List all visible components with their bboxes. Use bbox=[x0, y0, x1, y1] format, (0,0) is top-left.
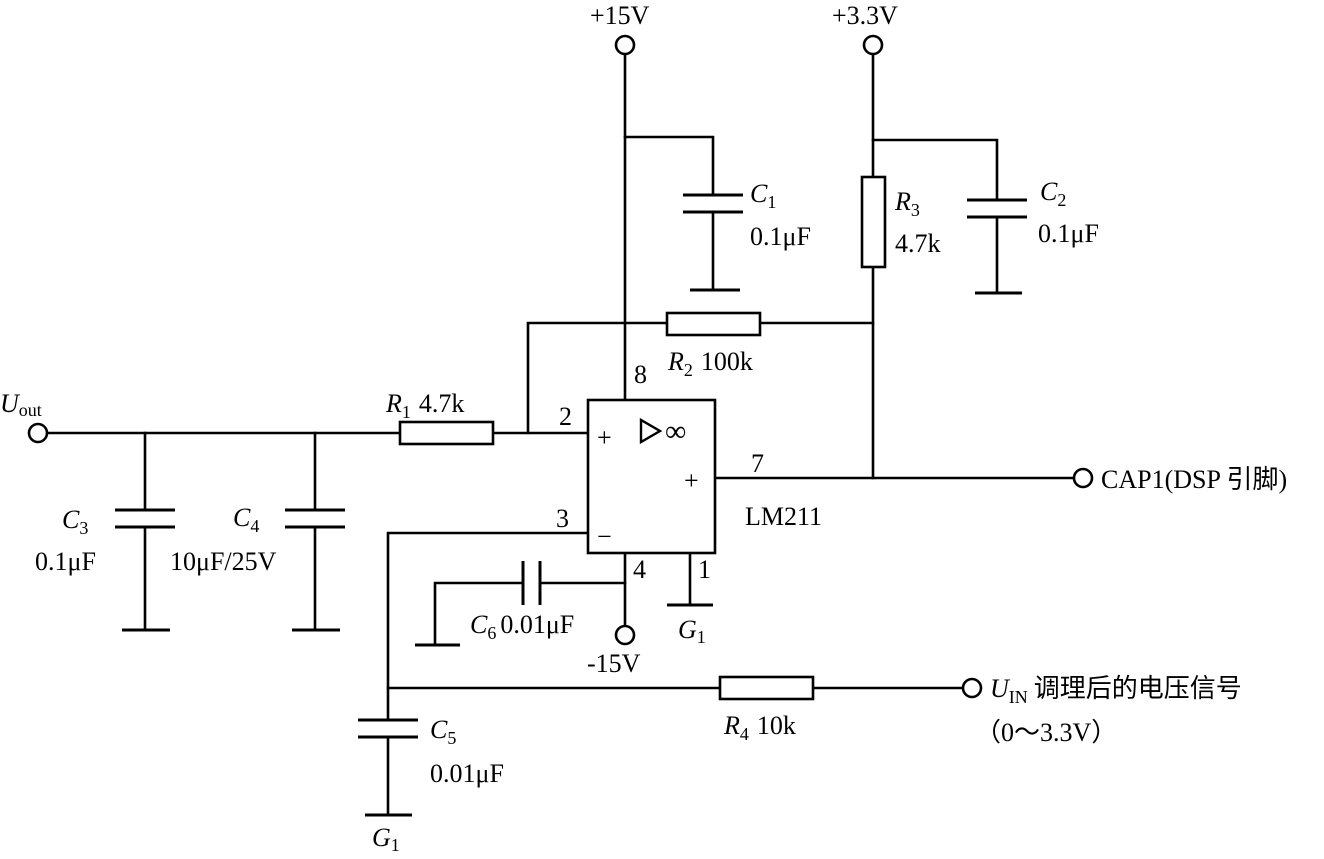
c6-symbol: C bbox=[470, 610, 488, 639]
wire-pin3 bbox=[386, 531, 590, 722]
r1-value: 4.7k bbox=[419, 389, 465, 418]
c2-label: C2 bbox=[1040, 177, 1066, 210]
c3-index: 3 bbox=[79, 518, 88, 538]
uin-symbol: U bbox=[990, 674, 1011, 703]
capacitor-c1-icon bbox=[683, 193, 743, 214]
capacitor-c5-icon bbox=[358, 718, 418, 739]
wire-r2-left bbox=[526, 321, 669, 435]
c2-value: 0.1μF bbox=[1038, 219, 1099, 248]
uin-label: UIN 调理后的电压信号 bbox=[990, 674, 1242, 707]
c4-label: C4 bbox=[233, 503, 259, 536]
r1-index: 1 bbox=[402, 402, 411, 422]
pin-label-3: 3 bbox=[556, 504, 569, 533]
c3-symbol: C bbox=[62, 505, 80, 534]
ground-pin1-symbol: G bbox=[678, 615, 697, 644]
r2-index: 2 bbox=[684, 360, 693, 380]
comparator-triangle-icon bbox=[639, 417, 663, 445]
ground-pin1-index: 1 bbox=[697, 627, 706, 647]
wires bbox=[45, 52, 1076, 817]
comparator-lm211: ∞ + − + LM211 2 3 8 4 1 7 bbox=[556, 360, 822, 584]
wire-c1-branch bbox=[623, 135, 715, 197]
c4-index: 4 bbox=[250, 516, 259, 536]
r2-value: 100k bbox=[701, 347, 753, 376]
r3-symbol: R bbox=[894, 187, 911, 216]
supply-label-minus15v: -15V bbox=[587, 649, 641, 678]
terminal-uin-icon bbox=[961, 677, 983, 699]
resistor-r3-icon bbox=[860, 175, 887, 269]
resistor-r2-icon bbox=[665, 311, 762, 337]
capacitors bbox=[115, 193, 1027, 739]
capacitor-c3-icon bbox=[115, 508, 175, 529]
c6-index: 6 bbox=[487, 623, 496, 643]
terminal-vcc33-icon bbox=[862, 34, 884, 56]
uin-range: （0～3.3V） bbox=[975, 718, 1117, 747]
c5-label: C5 bbox=[430, 715, 456, 748]
c6-value: 0.01μF bbox=[500, 610, 574, 639]
pin-label-2: 2 bbox=[559, 402, 572, 431]
capacitor-c4-icon bbox=[285, 508, 345, 529]
wire-c2-branch bbox=[871, 138, 999, 202]
r4-value: 10k bbox=[757, 711, 796, 740]
c2-index: 2 bbox=[1057, 190, 1066, 210]
pin-label-4: 4 bbox=[633, 555, 646, 584]
resistor-r4-icon bbox=[718, 675, 815, 701]
pin-label-7: 7 bbox=[751, 449, 764, 478]
c5-symbol: C bbox=[430, 715, 448, 744]
r3-value: 4.7k bbox=[895, 229, 941, 258]
comparator-part-number: LM211 bbox=[745, 502, 822, 531]
uout-sub: out bbox=[19, 400, 42, 420]
terminal-cap1-icon bbox=[1072, 467, 1094, 489]
c1-index: 1 bbox=[767, 192, 776, 212]
ground-c5-symbol: G bbox=[372, 823, 391, 852]
c2-symbol: C bbox=[1040, 177, 1058, 206]
ground-label-c5: G1 bbox=[372, 823, 400, 855]
comparator-output-sign: + bbox=[684, 466, 699, 495]
uin-description: 调理后的电压信号 bbox=[1034, 674, 1242, 703]
resistor-r1-icon bbox=[398, 420, 495, 446]
c4-symbol: C bbox=[233, 503, 251, 532]
r4-index: 4 bbox=[740, 724, 749, 744]
c3-label: C3 bbox=[62, 505, 88, 538]
capacitor-c2-icon bbox=[967, 198, 1027, 219]
supply-label-plus15v: +15V bbox=[590, 1, 650, 30]
comparator-minus-input-sign: − bbox=[597, 522, 612, 551]
terminals bbox=[27, 34, 1094, 699]
c5-index: 5 bbox=[447, 728, 456, 748]
c3-value: 0.1μF bbox=[35, 547, 96, 576]
uout-label: Uout bbox=[0, 389, 42, 420]
r3-label: R3 bbox=[894, 187, 920, 220]
r1-symbol: R bbox=[385, 389, 402, 418]
terminal-vee15-icon bbox=[614, 624, 636, 646]
uin-sub: IN bbox=[1009, 687, 1028, 707]
r4-symbol: R bbox=[723, 711, 740, 740]
c1-value: 0.1μF bbox=[750, 222, 811, 251]
ground-c5-index: 1 bbox=[391, 835, 400, 855]
comparator-infinity: ∞ bbox=[665, 415, 686, 448]
c5-value: 0.01μF bbox=[430, 759, 504, 788]
capacitor-c6-icon bbox=[521, 561, 542, 605]
r2-label: R2 100k bbox=[667, 347, 753, 380]
ground-symbols bbox=[122, 288, 1022, 817]
resistors bbox=[398, 175, 887, 701]
pin-label-8: 8 bbox=[634, 360, 647, 389]
uout-symbol: U bbox=[0, 389, 21, 418]
c4-value: 10μF/25V bbox=[170, 547, 277, 576]
wire-c6-left bbox=[433, 581, 525, 647]
ground-label-pin1: G1 bbox=[678, 615, 706, 647]
terminal-vcc15-icon bbox=[614, 34, 636, 56]
r4-label: R4 10k bbox=[723, 711, 796, 744]
comparator-plus-input-sign: + bbox=[597, 423, 612, 452]
pin-label-1: 1 bbox=[698, 555, 711, 584]
terminal-uout-icon bbox=[27, 422, 49, 444]
cap1-label: CAP1(DSP 引脚) bbox=[1101, 465, 1287, 494]
r3-index: 3 bbox=[911, 200, 920, 220]
c1-symbol: C bbox=[750, 179, 768, 208]
r1-label: R1 4.7k bbox=[385, 389, 464, 422]
c1-label: C1 bbox=[750, 179, 776, 212]
r2-symbol: R bbox=[667, 347, 684, 376]
supply-label-plus3v3: +3.3V bbox=[832, 1, 898, 30]
